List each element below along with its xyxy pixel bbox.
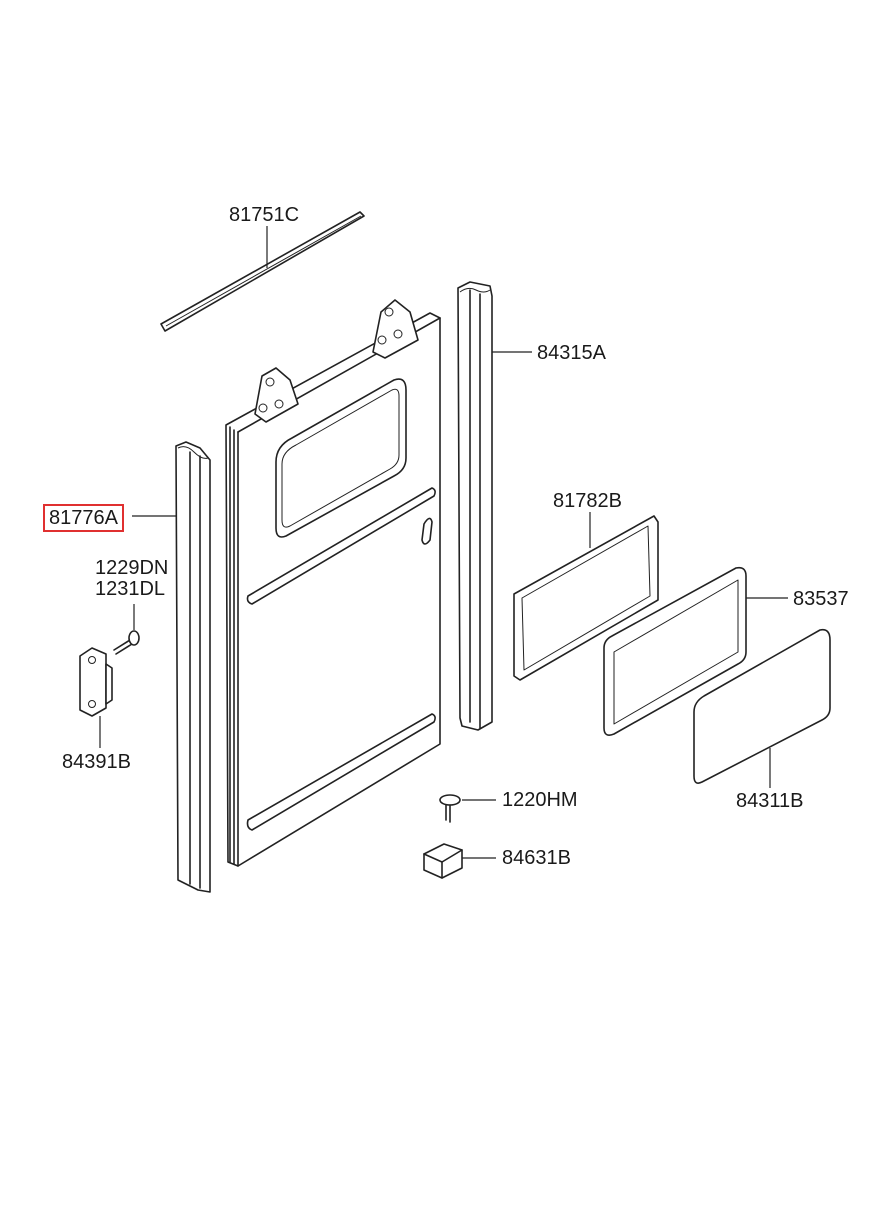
bracket-84391B [79,647,113,717]
glass-84311B [693,628,831,784]
screw-1229DN [113,630,140,655]
screw-1220HM [439,794,461,823]
part-label-83537: 83537 [793,588,849,610]
part-label-84631B: 84631B [502,847,571,869]
part-label-84391B: 84391B [62,751,131,773]
part-label-81776A[interactable]: 81776A [43,504,124,532]
part-label-1229DN: 1229DN [95,557,169,579]
channel-81776A [175,441,211,893]
part-label-81751C: 81751C [229,204,300,226]
door-panel [225,299,441,867]
leader-lines [99,226,788,859]
block-84631B [423,843,463,879]
part-label-1220HM: 1220HM [502,789,578,811]
part-label-84315A: 84315A [537,342,606,364]
part-label-84311B: 84311B [736,790,804,812]
part-label-1231DL: 1231DL [95,578,166,600]
channel-84315A [457,281,493,731]
frame-83537 [603,566,747,736]
weatherstrip-81751C [160,211,365,332]
part-label-81782B: 81782B [553,490,622,512]
gasket-81782B [513,515,659,681]
